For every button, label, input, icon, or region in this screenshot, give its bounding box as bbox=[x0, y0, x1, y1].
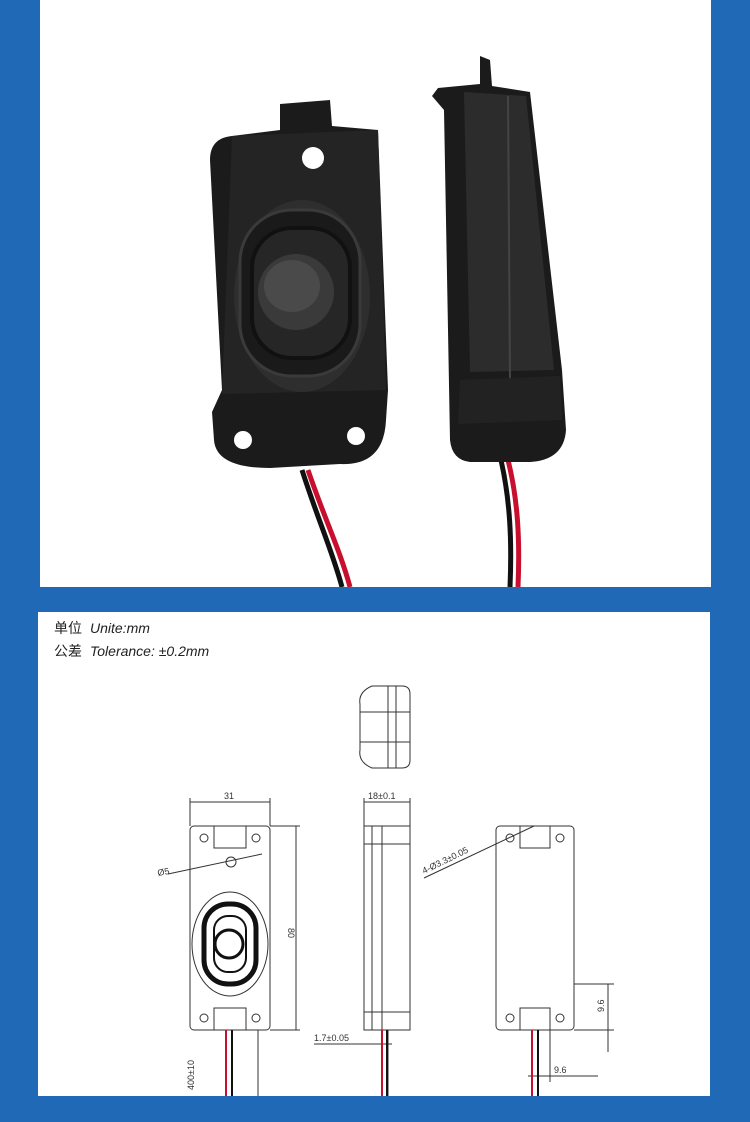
dim-cable-length: 400±10 bbox=[186, 1060, 196, 1090]
dim-hole-offset-y: 9.6 bbox=[596, 999, 606, 1012]
dim-top-hole: Ø5 bbox=[157, 866, 171, 878]
black-wire-left bbox=[299, 469, 345, 587]
tolerance-spec: 公差 Tolerance: ±0.2mm bbox=[54, 641, 209, 661]
tolerance-label-en: Tolerance: ±0.2mm bbox=[90, 643, 210, 659]
red-wire-left bbox=[305, 469, 353, 587]
dim-wall: 1.7±0.05 bbox=[314, 1033, 349, 1043]
speaker-photo bbox=[210, 56, 566, 587]
top-view bbox=[359, 685, 411, 769]
dim-depth: 18±0.1 bbox=[368, 791, 395, 801]
unit-label-zh: 单位 bbox=[54, 620, 82, 636]
side-view bbox=[314, 798, 411, 1096]
tolerance-label-zh: 公差 bbox=[54, 643, 82, 659]
technical-drawing-panel: 单位 Unite:mm 公差 Tolerance: ±0.2mm bbox=[38, 612, 710, 1096]
back-view bbox=[423, 825, 614, 1082]
speaker-front-view bbox=[210, 100, 388, 468]
black-wire-right bbox=[498, 459, 514, 587]
drawing-wires bbox=[225, 1030, 539, 1096]
red-wire-right bbox=[505, 459, 522, 587]
product-photo-panel bbox=[40, 0, 711, 587]
dimension-drawing: 31 80 18±0.1 Ø5 4-Ø3.3±0.05 1.7±0.05 400… bbox=[157, 685, 614, 1096]
unit-label-en: Unite:mm bbox=[90, 620, 150, 636]
speaker-side-view bbox=[432, 56, 566, 462]
unit-spec: 单位 Unite:mm bbox=[54, 618, 150, 638]
front-view bbox=[167, 798, 300, 1096]
dim-height: 80 bbox=[286, 928, 296, 938]
dim-width: 31 bbox=[224, 791, 234, 801]
dim-hole-offset-x: 9.6 bbox=[554, 1065, 567, 1075]
